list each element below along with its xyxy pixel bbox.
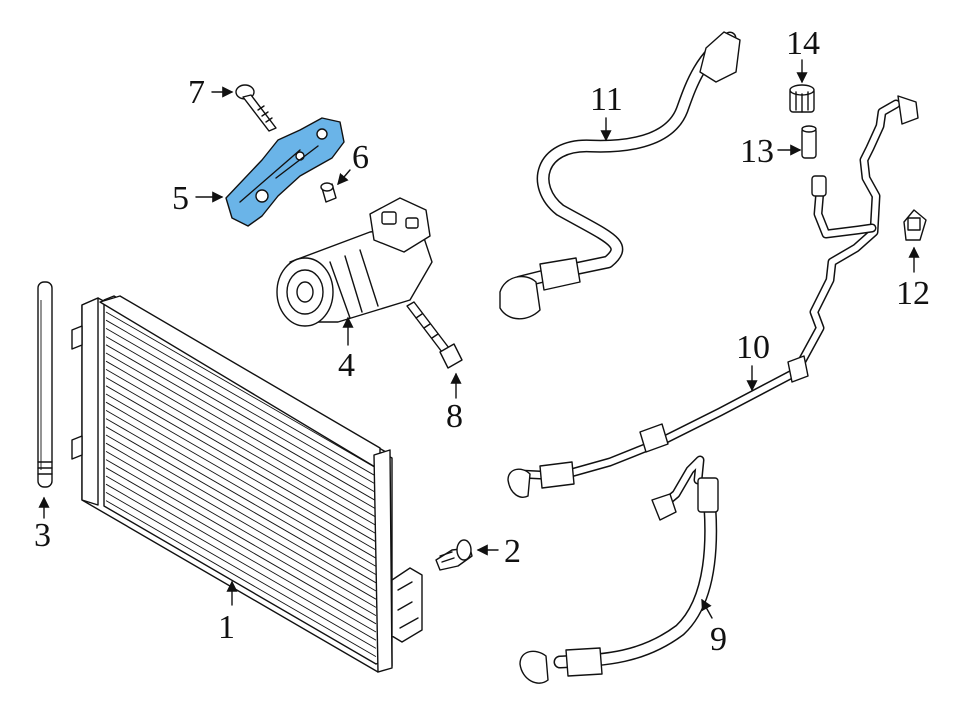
callout-2: 2 xyxy=(504,533,521,570)
condenser-fin xyxy=(105,410,377,567)
condenser-fin xyxy=(105,483,377,641)
condenser-fin xyxy=(105,352,377,510)
bolt-7[interactable] xyxy=(235,84,277,132)
condenser-fin xyxy=(105,426,377,584)
suction-hose[interactable] xyxy=(499,31,741,320)
compressor-bracket[interactable] xyxy=(225,117,345,227)
discharge-hose[interactable] xyxy=(519,455,719,684)
condenser-fin xyxy=(105,344,377,502)
condenser-fin xyxy=(105,500,377,657)
condenser-fin xyxy=(105,393,377,551)
valve-core[interactable] xyxy=(801,125,817,159)
condenser-fin xyxy=(105,360,377,518)
bushing-sleeve[interactable] xyxy=(320,182,337,203)
compressor-bolt[interactable] xyxy=(406,301,463,369)
condenser-fin xyxy=(105,328,377,485)
condenser-fin xyxy=(105,319,377,477)
condenser-fin xyxy=(105,451,377,608)
callout-9: 9 xyxy=(710,621,727,658)
condenser-fin xyxy=(105,311,377,469)
condenser-fin xyxy=(105,475,377,633)
ac-condenser[interactable] xyxy=(71,295,423,673)
pressure-switch[interactable] xyxy=(903,209,927,241)
condenser-fin xyxy=(105,336,377,493)
callout-13: 13 xyxy=(740,133,774,170)
callout-14: 14 xyxy=(786,25,820,62)
condenser-fin xyxy=(105,377,377,534)
callout-7: 7 xyxy=(188,74,205,111)
callout-10: 10 xyxy=(736,329,770,366)
condenser-fin xyxy=(105,492,377,649)
callout-3: 3 xyxy=(34,517,51,554)
condenser-fin xyxy=(105,418,377,575)
callout-1: 1 xyxy=(218,609,235,646)
callout-4: 4 xyxy=(338,347,355,384)
condenser-fin xyxy=(105,434,377,592)
condenser-fin xyxy=(105,385,377,543)
condenser-fin xyxy=(105,401,377,559)
callout-11: 11 xyxy=(590,81,623,118)
mounting-screw[interactable] xyxy=(435,539,473,571)
callout-8: 8 xyxy=(446,398,463,435)
callout-5: 5 xyxy=(172,180,189,217)
condenser-fin xyxy=(105,369,377,526)
callout-arrows xyxy=(38,59,920,619)
receiver-drier-rod[interactable] xyxy=(37,281,53,488)
liquid-line[interactable] xyxy=(507,95,919,498)
condenser-fin xyxy=(105,442,377,600)
service-cap[interactable] xyxy=(789,84,815,113)
condenser-fin xyxy=(105,459,377,616)
callout-6: 6 xyxy=(352,139,369,176)
condenser-fin xyxy=(105,467,377,625)
ac-compressor[interactable] xyxy=(276,197,433,327)
callout-12: 12 xyxy=(896,275,930,312)
